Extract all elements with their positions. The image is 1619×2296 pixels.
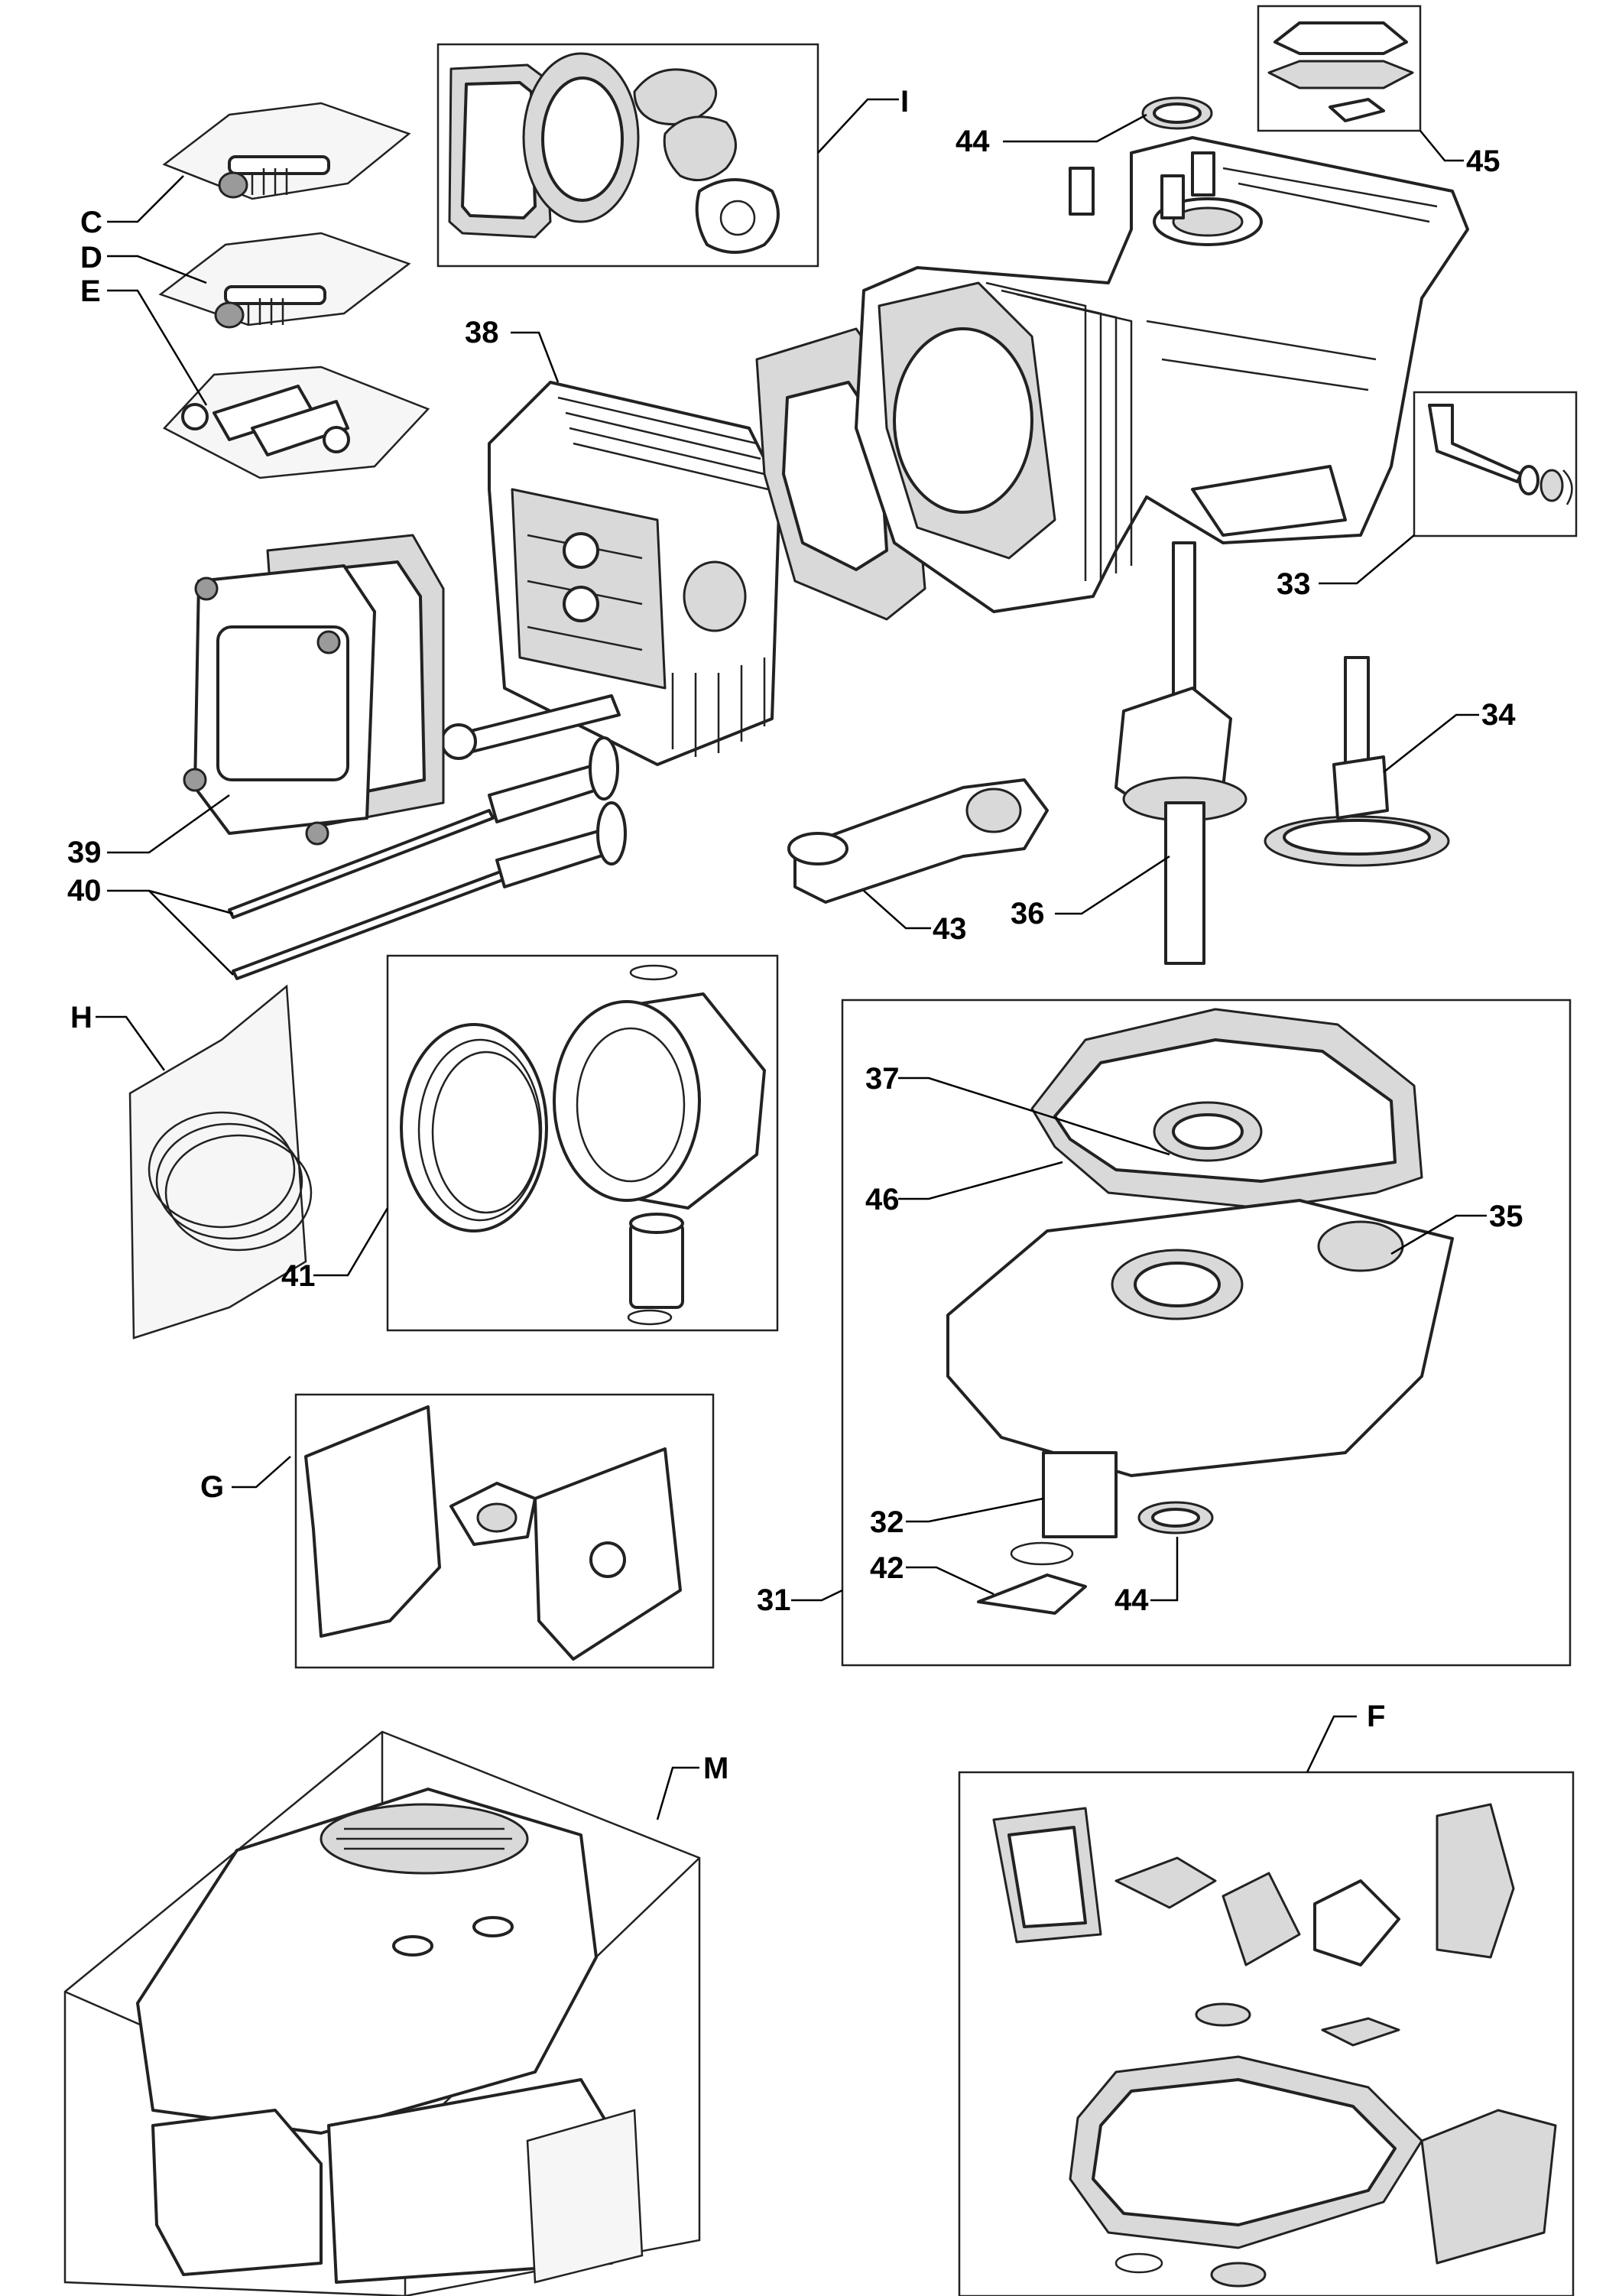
oil-seal-44-top	[1141, 96, 1213, 130]
callout-44-bottom: 44	[1114, 1583, 1149, 1617]
rocker-kit-e	[162, 365, 430, 479]
callout-35: 35	[1489, 1200, 1523, 1233]
callout-f: F	[1367, 1700, 1385, 1733]
callout-31: 31	[757, 1583, 791, 1617]
connecting-rod-43	[787, 778, 1049, 904]
callout-36: 36	[1011, 897, 1045, 930]
callout-g: G	[200, 1470, 224, 1504]
callout-46: 46	[865, 1183, 900, 1216]
callout-39: 39	[67, 836, 102, 869]
kit-45-cover-gasket	[1257, 5, 1422, 132]
callout-33: 33	[1277, 567, 1311, 601]
callout-labels: I 44 45 C D E 38 33 34 39 40 43 36 H 41 …	[67, 85, 1523, 1785]
kit-33-governor-shaft	[1413, 391, 1578, 537]
callout-44-top: 44	[956, 125, 990, 158]
push-rods-40	[228, 736, 627, 980]
callout-41: 41	[281, 1259, 316, 1293]
callout-e: E	[80, 274, 101, 308]
callout-40: 40	[67, 874, 102, 908]
valve-cover-39	[183, 534, 445, 846]
valve-kit-d	[158, 232, 411, 329]
callout-c: C	[80, 206, 102, 239]
piston-rings-kit-h	[128, 984, 313, 1340]
kit-g-heat-shields	[294, 1393, 715, 1669]
crankcase-block	[855, 136, 1469, 613]
callout-38: 38	[465, 316, 499, 349]
callout-45: 45	[1466, 145, 1501, 178]
valve-kit-c	[162, 102, 411, 200]
kit-f-gasket-set	[958, 1771, 1575, 2296]
leader-lines	[96, 98, 1487, 1820]
callout-d: D	[80, 241, 102, 274]
camshaft-34	[1264, 656, 1450, 867]
callout-i: I	[900, 85, 909, 119]
callout-32: 32	[870, 1505, 904, 1539]
callout-37: 37	[865, 1062, 900, 1096]
callout-42: 42	[870, 1551, 904, 1585]
callout-43: 43	[933, 912, 967, 946]
kit-31-crankcase-cover	[841, 999, 1572, 1667]
callout-m: M	[703, 1752, 728, 1785]
piston-kit-41	[386, 954, 779, 1332]
cylinder-head-38	[440, 381, 781, 766]
crankshaft-36	[1114, 541, 1248, 965]
kit-i-gasket-set	[436, 43, 819, 268]
complete-engine-m	[63, 1730, 701, 2296]
callout-34: 34	[1481, 698, 1516, 732]
callout-h: H	[70, 1001, 92, 1034]
